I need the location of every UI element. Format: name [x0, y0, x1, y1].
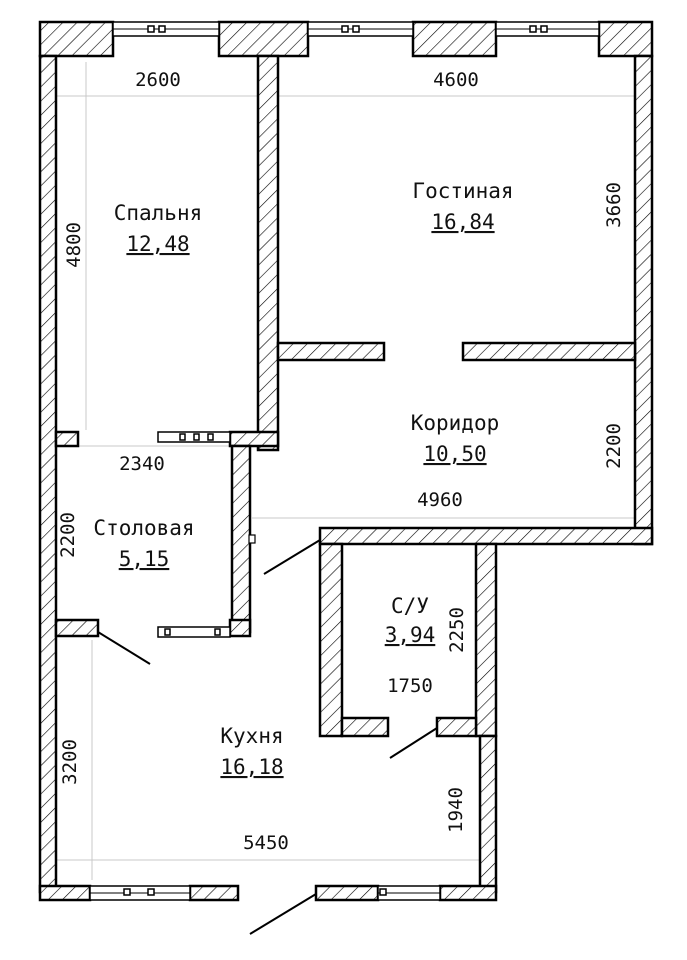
dim-corridor-height: 2200	[603, 423, 625, 469]
dimension-guides	[56, 62, 635, 880]
window-bedroom-dining	[157, 431, 231, 443]
room-name-bathroom: С/У	[391, 594, 429, 618]
room-labels: Спальня 12,48 Гостиная 16,84 Коридор 10,…	[93, 179, 513, 779]
dim-kitchen-side: 1940	[445, 787, 467, 833]
room-name-dining: Столовая	[93, 516, 194, 540]
dim-bedroom-height: 4800	[63, 222, 85, 268]
window-living-right	[495, 21, 600, 37]
dim-dining-width: 2340	[119, 453, 165, 475]
room-area-bedroom: 12,48	[126, 232, 189, 256]
dim-corridor-width: 4960	[417, 489, 463, 511]
door-entrance	[249, 893, 317, 935]
dim-living-height: 3660	[603, 182, 625, 228]
window-kitchen-left	[89, 885, 191, 901]
room-area-kitchen: 16,18	[220, 755, 283, 779]
doors	[97, 534, 438, 935]
room-area-corridor: 10,50	[423, 442, 486, 466]
dim-bathroom-height: 2250	[446, 607, 468, 653]
window-living-left	[307, 21, 414, 37]
windows	[89, 21, 600, 901]
walls	[38, 20, 654, 902]
dimension-labels: 2600 4600 3660 4800 2340 2200 4960 2200 …	[57, 69, 625, 854]
door-dining-kitchen	[97, 631, 151, 665]
room-area-living: 16,84	[431, 210, 494, 234]
window-dining-kitchen	[157, 626, 231, 638]
door-corridor-kitchen	[263, 539, 321, 575]
room-name-bedroom: Спальня	[114, 201, 203, 225]
dim-dining-height: 2200	[57, 512, 79, 558]
dim-bathroom-width: 1750	[387, 675, 433, 697]
dim-living-width: 4600	[433, 69, 479, 91]
dim-bedroom-width: 2600	[135, 69, 181, 91]
door-bathroom	[389, 727, 438, 759]
dim-kitchen-width: 5450	[243, 832, 289, 854]
room-name-kitchen: Кухня	[220, 724, 283, 748]
room-area-bathroom: 3,94	[385, 623, 436, 647]
room-name-living: Гостиная	[412, 179, 513, 203]
room-area-dining: 5,15	[119, 547, 170, 571]
window-kitchen-right	[377, 885, 441, 901]
window-bedroom	[112, 21, 220, 37]
room-name-corridor: Коридор	[411, 411, 500, 435]
dim-kitchen-height: 3200	[59, 739, 81, 785]
